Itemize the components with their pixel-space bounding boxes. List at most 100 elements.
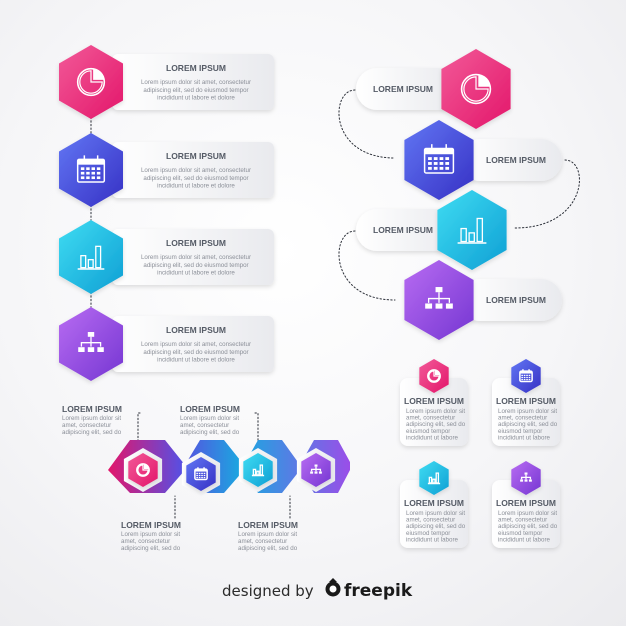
card-hexagon — [419, 461, 449, 495]
snake-pill-label: LOREM IPSUM — [373, 84, 433, 94]
vertical-list-title: LOREM IPSUM — [166, 63, 226, 73]
zigzag-label-pink: LOREM IPSUM — [62, 404, 122, 414]
card-text: Lorem ipsum dolor sit — [498, 408, 557, 415]
vertical-list-hexagon — [59, 307, 123, 381]
card-text: incididunt ut labore — [498, 536, 551, 543]
card-text: amet, consectetur — [498, 517, 547, 524]
snake-pill — [356, 209, 459, 251]
vertical-list-text: Lorem ipsum dolor sit amet, consectetur — [141, 79, 251, 86]
vertical-list-text: Lorem ipsum dolor sit amet, consectetur — [141, 167, 251, 174]
card-hexagon — [511, 359, 541, 393]
vertical-list-hexagon — [59, 220, 123, 294]
pie-chart-icon — [460, 73, 492, 105]
zigzag-ribbon — [108, 440, 350, 493]
zigzag-label-cyan: LOREM IPSUM — [180, 404, 240, 414]
calendar-icon — [519, 369, 533, 383]
card-box — [400, 480, 468, 548]
card-text: eiusmod tempor — [406, 530, 450, 537]
snake-hexagon — [404, 260, 474, 340]
card-text: eiusmod tempor — [498, 428, 542, 435]
hierarchy-icon — [520, 472, 532, 482]
card-box — [492, 378, 560, 446]
hierarchy-icon — [310, 464, 322, 474]
vertical-list-card — [112, 229, 274, 285]
zigzag-hexagon — [128, 453, 158, 487]
vertical-list-text: adipiscing elit, sed do eiusmod tempor — [143, 175, 248, 182]
pie-chart-icon — [427, 369, 441, 383]
zigzag-hexagon — [186, 457, 216, 491]
zigzag-text: adipiscing elit, sed do — [121, 545, 181, 552]
zigzag-label-purple: LOREM IPSUM — [238, 520, 298, 530]
vertical-list-title: LOREM IPSUM — [166, 325, 226, 335]
zigzag-text: amet, consectetur — [180, 422, 229, 429]
zigzag-text: adipiscing elit, sed do — [238, 545, 298, 552]
zigzag-text: Lorem ipsum dolor sit — [121, 531, 180, 538]
vertical-list-card — [112, 54, 274, 110]
pie-chart-icon — [136, 463, 150, 477]
zigzag-label-blue: LOREM IPSUM — [121, 520, 181, 530]
card-title: LOREM IPSUM — [496, 498, 556, 508]
card-hexagon — [511, 461, 541, 495]
snake-hexagon — [404, 120, 474, 200]
credit-brand: freepik — [344, 581, 413, 601]
vertical-list-hexagon — [59, 133, 123, 207]
zigzag-text: Lorem ipsum dolor sit — [180, 415, 239, 422]
freepik-logo-icon — [325, 578, 341, 597]
card-text: Lorem ipsum dolor sit — [498, 510, 557, 517]
card-text: amet, consectetur — [498, 415, 547, 422]
snake-pill — [356, 68, 459, 110]
card-title: LOREM IPSUM — [404, 396, 464, 406]
snake-pill — [459, 139, 562, 181]
card-text: adipiscing elit, sed do — [406, 523, 466, 530]
vertical-list-text: adipiscing elit, sed do eiusmod tempor — [143, 262, 248, 269]
hierarchy-icon — [78, 332, 104, 352]
pie-chart-icon — [76, 67, 106, 97]
vertical-list-text: incididunt ut labore et dolore — [157, 357, 235, 364]
zigzag-text: amet, consectetur — [238, 538, 287, 545]
bar-chart-icon — [77, 245, 105, 270]
vertical-list-title: LOREM IPSUM — [166, 151, 226, 161]
snake-hexagon — [437, 190, 507, 270]
card-text: incididunt ut labore — [406, 434, 458, 441]
designed-by-credit[interactable]: designed by freepik — [222, 578, 413, 601]
card-text: amet, consectetur — [406, 517, 455, 524]
zigzag-text: adipiscing elit, sed do — [180, 429, 240, 436]
card-box — [492, 480, 560, 548]
snake-pill — [459, 279, 562, 321]
vertical-list-card — [112, 316, 274, 372]
snake-pill-label: LOREM IPSUM — [373, 225, 433, 235]
bar-chart-icon — [457, 217, 487, 244]
zigzag-text: Lorem ipsum dolor sit — [62, 415, 121, 422]
bar-chart-icon — [251, 464, 265, 477]
card-title: LOREM IPSUM — [496, 396, 556, 406]
card-text: adipiscing elit, sed do — [498, 523, 558, 530]
card-text: incididunt ut labore — [406, 536, 458, 543]
zigzag-text: Lorem ipsum dolor sit — [238, 531, 297, 538]
snake-hexagon — [441, 49, 511, 129]
card-title: LOREM IPSUM — [404, 498, 464, 508]
zigzag-text: amet, consectetur — [62, 422, 111, 429]
zigzag-hexagon — [243, 453, 273, 487]
card-text: Lorem ipsum dolor sit — [406, 408, 465, 415]
card-box — [400, 378, 468, 446]
vertical-list-text: adipiscing elit, sed do eiusmod tempor — [143, 349, 248, 356]
card-text: amet, consectetur — [406, 415, 455, 422]
snake-pill-label: LOREM IPSUM — [486, 155, 546, 165]
calendar-icon — [194, 467, 208, 481]
cards-layer — [108, 54, 562, 548]
vertical-list-text: Lorem ipsum dolor sit amet, consectetur — [141, 341, 251, 348]
vertical-list-text: Lorem ipsum dolor sit amet, consectetur — [141, 254, 251, 261]
vertical-list-text: incididunt ut labore et dolore — [157, 270, 235, 277]
card-text: eiusmod tempor — [406, 428, 450, 435]
card-text: adipiscing elit, sed do — [406, 421, 466, 428]
bar-chart-icon — [427, 472, 441, 485]
hexagons-layer — [59, 45, 541, 496]
vertical-list-hexagon — [59, 45, 123, 119]
card-text: eiusmod tempor — [498, 530, 542, 537]
card-hexagon — [419, 359, 449, 393]
vertical-list-text: incididunt ut labore et dolore — [157, 95, 235, 102]
vertical-list-title: LOREM IPSUM — [166, 238, 226, 248]
vertical-list-text: adipiscing elit, sed do eiusmod tempor — [143, 87, 248, 94]
snake-connector-2 — [514, 159, 580, 229]
